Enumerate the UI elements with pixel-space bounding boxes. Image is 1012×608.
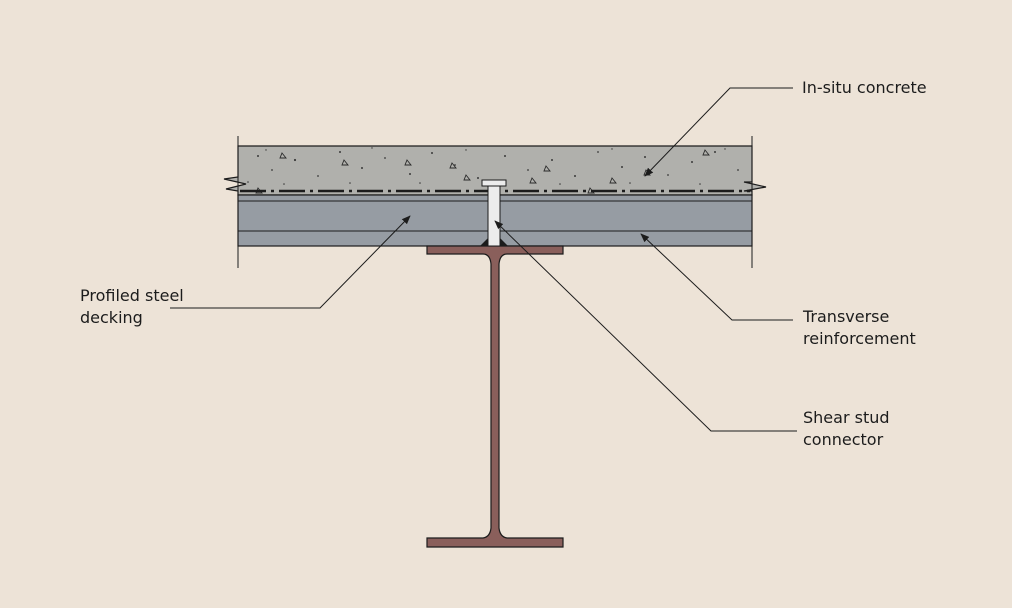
leader-in-situ-concrete	[644, 87, 793, 177]
shear-stud	[480, 179, 508, 247]
label-profiled-steel-decking: Profiled steel decking	[80, 286, 184, 327]
concrete-aggregate	[247, 147, 739, 185]
label-shear-stud-connector: Shear stud connector	[803, 408, 890, 449]
leader-lines	[170, 87, 797, 432]
leader-transverse-reinforcement	[640, 233, 793, 321]
label-transverse-reinforcement: Transverse reinforcement	[803, 307, 916, 348]
steel-i-beam	[426, 245, 564, 548]
leader-profiled-steel-decking	[170, 215, 411, 309]
label-in-situ-concrete: In-situ concrete	[802, 78, 927, 97]
leader-shear-stud-connector	[494, 220, 797, 432]
